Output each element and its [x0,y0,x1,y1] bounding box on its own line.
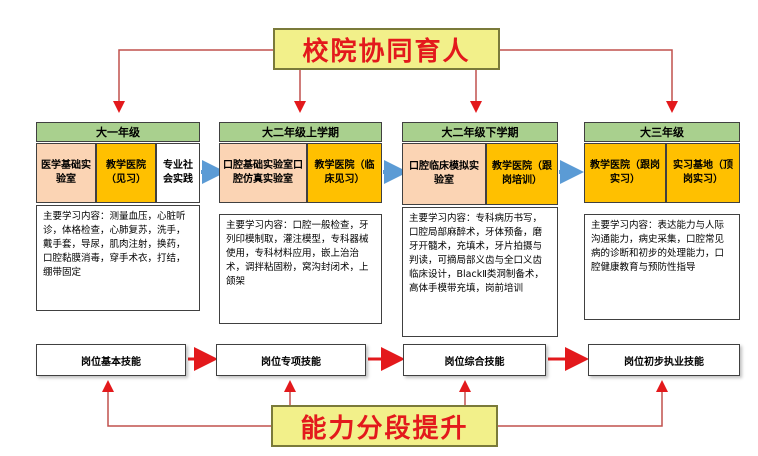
skill-1: 岗位基本技能 [36,344,186,376]
skill-4: 岗位初步执业技能 [588,344,740,376]
stage-2-content: 主要学习内容：口腔一般检查，牙列印模制取，灌注模型，专科器械使用，专科材料应用，… [219,214,382,324]
stage-4-content: 主要学习内容：表达能力与人际沟通能力，病史采集，口腔常见病的诊断和初步的处理能力… [584,214,740,320]
skill-2: 岗位专项技能 [216,344,366,376]
stage-3-content: 主要学习内容：专科病历书写，口腔局部麻醉术，牙体预备，磨牙开髓术，充填术，牙片拍… [402,207,558,337]
stage-2-header: 大二年级上学期 [219,122,382,142]
bottom-right-connector [498,380,668,427]
stage-1-block-2: 教学医院（见习） [96,143,156,203]
stage-3-header: 大二年级下学期 [402,122,558,142]
stage-2-block-1: 口腔基础实验室口腔仿真实验室 [219,143,307,203]
bottom-title: 能力分段提升 [271,405,498,447]
stage-1-content: 主要学习内容：测量血压，心脏听诊，体格检查，心肺复苏，洗手，戴手套，导尿，肌肉注… [36,205,200,311]
stage-3-block-2: 教学医院（跟岗培训） [486,143,558,205]
stage-4-block-2: 实习基地（顶岗实习） [666,143,740,203]
stage-1-block-3: 专业社会实践 [156,143,200,203]
stage-1-block-1: 医学基础实验室 [36,143,96,203]
stage-4-block-1: 教学医院（跟岗实习） [584,143,666,203]
stage-2-block-2: 教学医院（临床见习） [307,143,382,203]
stage-3-block-1: 口腔临床模拟实验室 [402,143,486,205]
stage-4-header: 大三年级 [584,122,740,142]
stage-1-header: 大一年级 [36,122,200,142]
bottom-left-connector [102,380,271,427]
top-right-connector [500,49,678,113]
top-title: 校院协同育人 [273,28,500,70]
skill-3: 岗位综合技能 [403,344,546,376]
top-left-connector [113,49,273,113]
